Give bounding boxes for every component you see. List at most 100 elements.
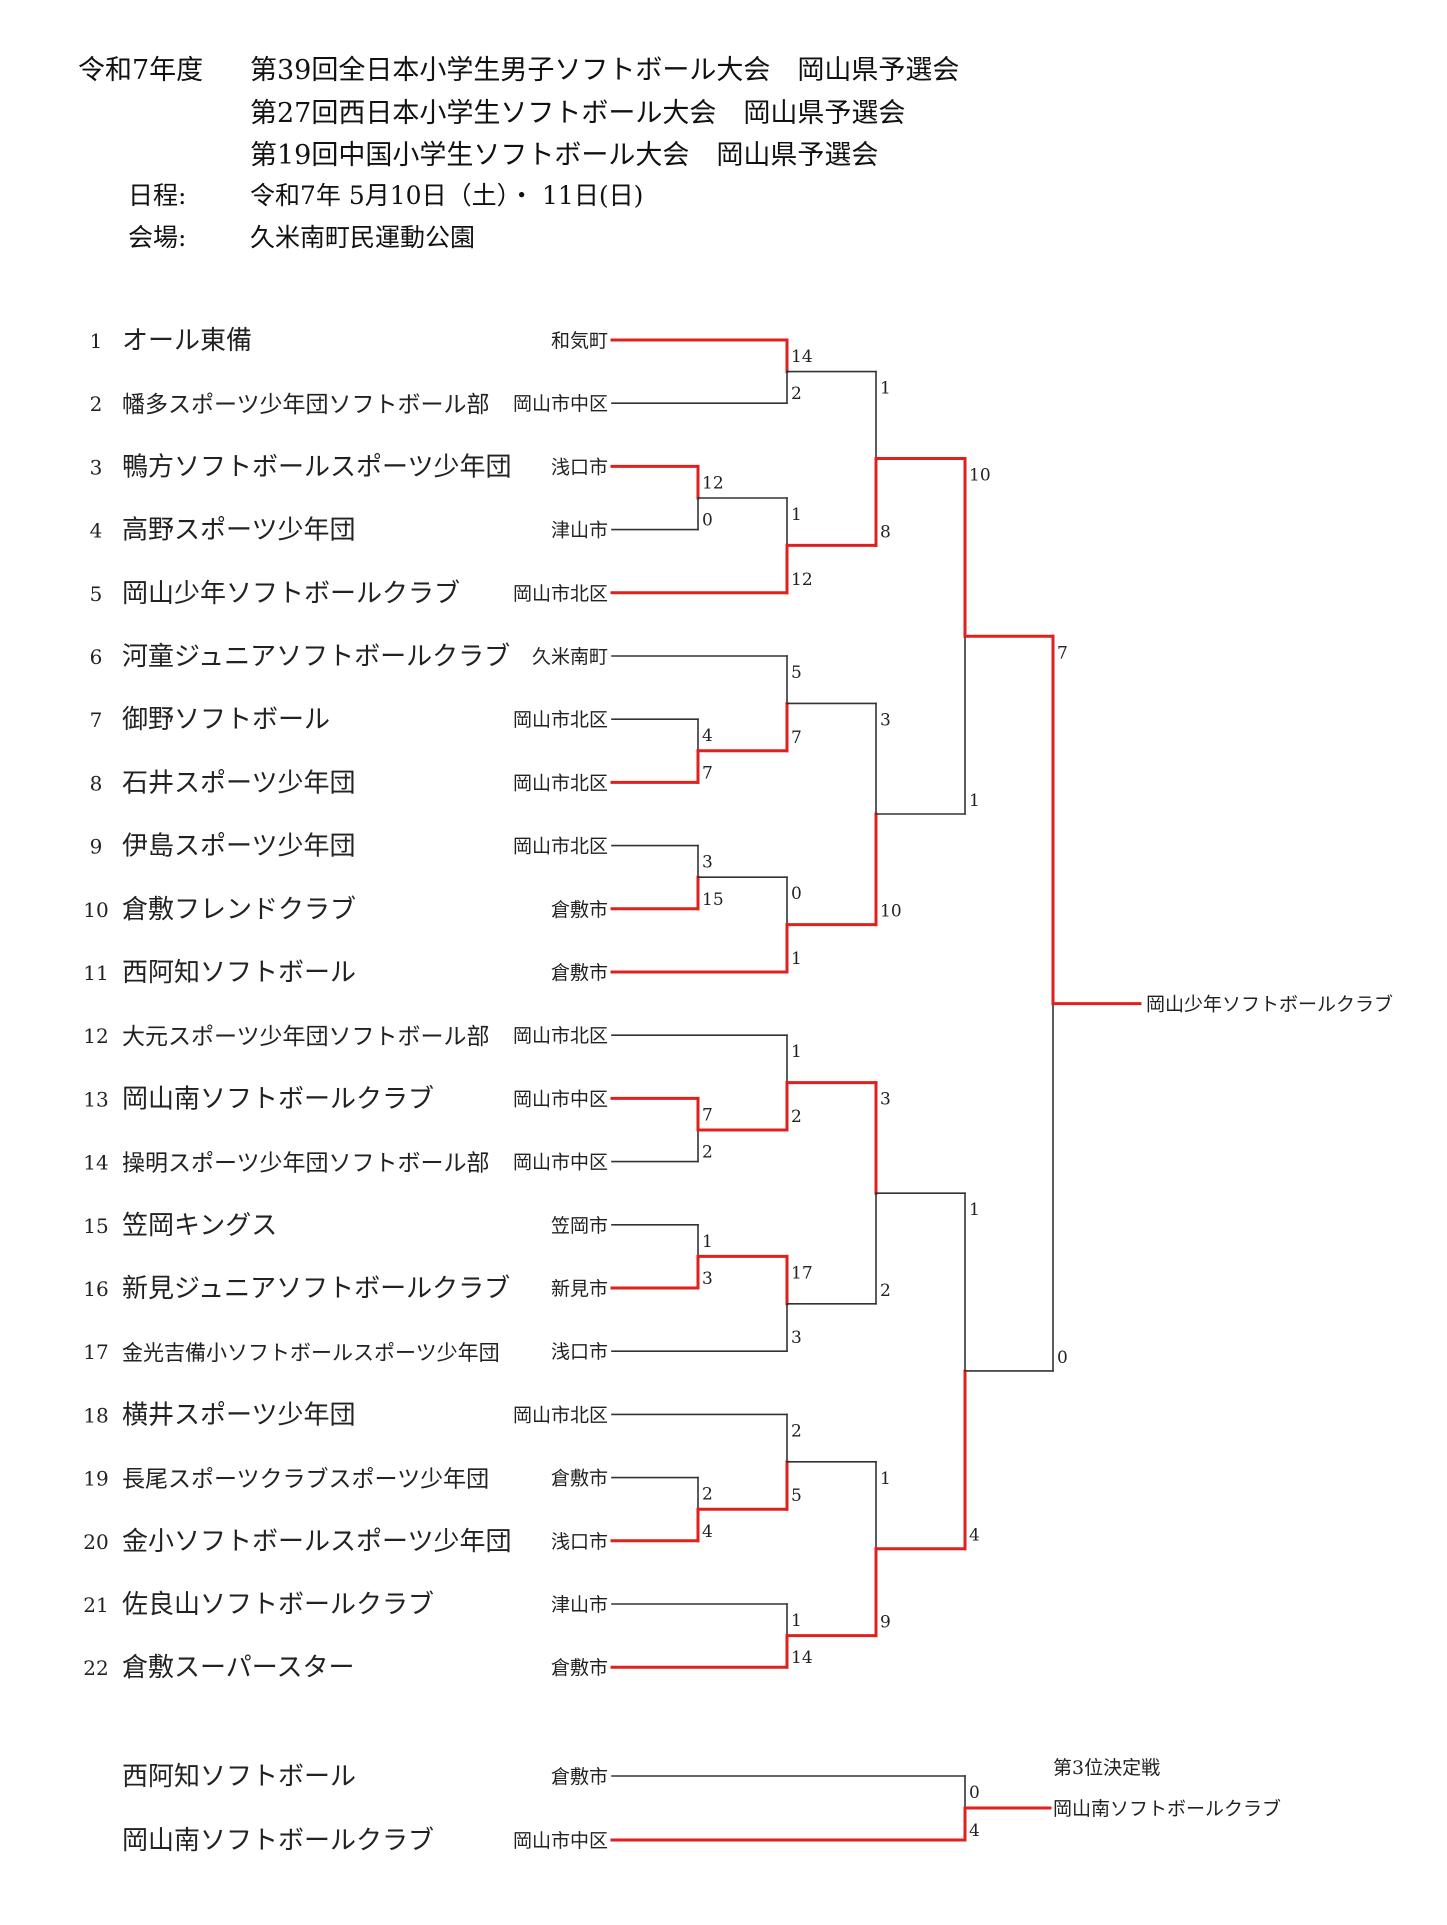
- score-label: 4: [702, 726, 713, 746]
- venue-value: 久米南町民運動公園: [250, 223, 476, 252]
- team-name: 高野スポーツ少年団: [122, 516, 355, 546]
- team-number: 16: [83, 1277, 108, 1301]
- score-label: 2: [791, 1107, 802, 1127]
- score-label: 1: [791, 1042, 802, 1062]
- team-number: 4: [90, 519, 103, 543]
- score-label: 1: [791, 1611, 802, 1631]
- team-name: 佐良山ソフトボールクラブ: [122, 1590, 434, 1620]
- team-name: 倉敷フレンドクラブ: [122, 895, 356, 925]
- team-name: 伊島スポーツ少年団: [122, 832, 355, 862]
- schedule-label: 日程:: [128, 181, 187, 210]
- team-number: 21: [83, 1593, 108, 1617]
- team-number: 9: [90, 835, 103, 859]
- team-name: 倉敷スーパースター: [122, 1653, 354, 1683]
- tournament-title-2: 第27回西日本小学生ソフトボール大会 岡山県予選会: [250, 98, 906, 129]
- score-label: 3: [880, 710, 891, 730]
- score-label: 0: [1057, 1348, 1068, 1368]
- venue-label: 会場:: [128, 223, 187, 252]
- score-label: 17: [791, 1263, 813, 1283]
- third-place-team-name: 西阿知ソフトボール: [122, 1762, 356, 1792]
- team-number: 1: [90, 329, 103, 353]
- team-number: 8: [90, 771, 103, 795]
- score-label: 15: [702, 890, 724, 910]
- score-label: 3: [791, 1328, 802, 1348]
- team-name: 西阿知ソフトボール: [122, 958, 356, 988]
- team-location: 岡山市北区: [513, 709, 608, 731]
- team-location: 津山市: [551, 1594, 608, 1616]
- score-label: 2: [702, 1485, 713, 1505]
- third-place-team-name: 岡山南ソフトボールクラブ: [122, 1826, 434, 1856]
- score-label: 10: [969, 466, 991, 486]
- third-place-team-location: 倉敷市: [551, 1766, 608, 1788]
- team-number: 19: [83, 1467, 108, 1491]
- score-label: 2: [702, 1143, 713, 1163]
- score-label: 0: [702, 511, 713, 531]
- score-label: 3: [880, 1090, 891, 1110]
- third-place-team-location: 岡山市中区: [513, 1830, 608, 1852]
- score-label: 4: [969, 1526, 980, 1546]
- team-location: 岡山市北区: [513, 772, 608, 794]
- team-location: 倉敷市: [551, 962, 608, 984]
- team-name: 長尾スポーツクラブスポーツ少年団: [122, 1467, 489, 1493]
- score-label: 12: [791, 570, 813, 590]
- team-name: 御野ソフトボール: [122, 705, 330, 735]
- team-name: 岡山少年ソフトボールクラブ: [122, 579, 460, 609]
- score-label: 3: [702, 853, 713, 873]
- team-name: 横井スポーツ少年団: [122, 1400, 355, 1430]
- score-label: 1: [969, 1200, 980, 1220]
- score-label: 14: [791, 1648, 813, 1668]
- team-number: 3: [90, 455, 103, 479]
- score-label: 0: [791, 884, 802, 904]
- score-label: 5: [791, 1486, 802, 1506]
- team-location: 浅口市: [551, 456, 608, 478]
- score-label: 8: [880, 522, 891, 542]
- team-number: 18: [83, 1403, 108, 1427]
- third-place-winner: 岡山南ソフトボールクラブ: [1053, 1797, 1281, 1820]
- team-name: 金小ソフトボールスポーツ少年団: [122, 1527, 511, 1557]
- team-number: 15: [83, 1214, 108, 1238]
- team-name: 河童ジュニアソフトボールクラブ: [122, 642, 510, 672]
- score-label: 1: [791, 949, 802, 969]
- team-name: 鴨方ソフトボールスポーツ少年団: [122, 452, 511, 482]
- team-number: 7: [90, 708, 103, 732]
- team-location: 倉敷市: [551, 1468, 608, 1490]
- team-location: 津山市: [551, 520, 608, 542]
- team-name: 幡多スポーツ少年団ソフトボール部: [122, 392, 490, 418]
- team-location: 新見市: [551, 1278, 608, 1300]
- score-label: 2: [791, 1421, 802, 1441]
- score-label: 1: [969, 791, 980, 811]
- score-label: 10: [880, 902, 902, 922]
- third-place-label: 第3位決定戦: [1053, 1757, 1160, 1779]
- team-location: 岡山市中区: [513, 393, 608, 415]
- team-location: 笠岡市: [551, 1215, 608, 1237]
- score-label: 0: [969, 1783, 980, 1803]
- team-number: 12: [83, 1024, 108, 1048]
- team-number: 11: [83, 961, 108, 985]
- team-location: 岡山市北区: [513, 836, 608, 858]
- team-location: 倉敷市: [551, 899, 608, 921]
- team-number: 14: [83, 1151, 108, 1175]
- team-location: 岡山市中区: [513, 1088, 608, 1110]
- team-number: 22: [83, 1656, 108, 1680]
- score-label: 4: [702, 1522, 713, 1542]
- team-location: 倉敷市: [551, 1657, 608, 1679]
- team-number: 6: [90, 645, 103, 669]
- team-number: 13: [83, 1087, 108, 1111]
- schedule-value: 令和7年 5月10日（土）・ 11日(日): [250, 181, 644, 210]
- score-label: 7: [791, 728, 802, 748]
- team-location: 久米南町: [532, 646, 608, 668]
- tournament-title-3: 第19回中国小学生ソフトボール大会 岡山県予選会: [250, 140, 879, 171]
- score-label: 7: [702, 763, 713, 783]
- team-location: 浅口市: [551, 1531, 608, 1553]
- team-name: 大元スポーツ少年団ソフトボール部: [122, 1024, 490, 1050]
- score-label: 2: [880, 1281, 891, 1301]
- team-location: 岡山市北区: [513, 1025, 608, 1047]
- score-label: 1: [791, 505, 802, 525]
- season-label: 令和7年度: [78, 55, 204, 86]
- team-location: 岡山市中区: [513, 1152, 608, 1174]
- score-label: 7: [1057, 643, 1068, 663]
- team-location: 和気町: [551, 330, 608, 352]
- team-location: 岡山市北区: [513, 583, 608, 605]
